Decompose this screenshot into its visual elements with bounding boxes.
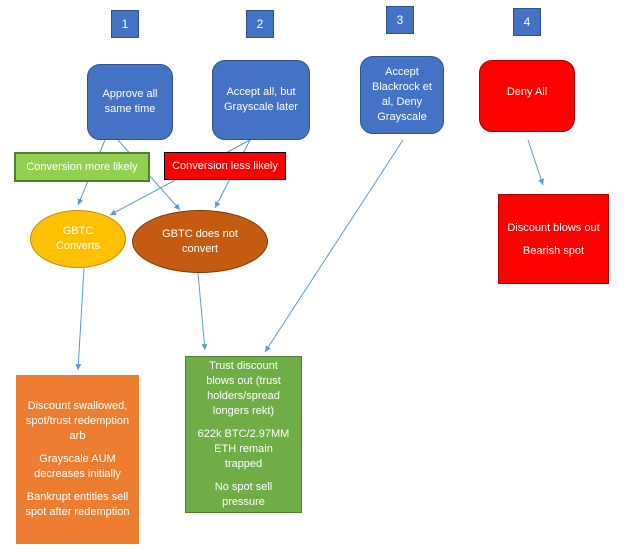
number-badge-4: 4 <box>513 8 541 36</box>
arrow-s3-to-green <box>264 139 404 353</box>
node-gbtc-converts: GBTC Converts <box>30 210 126 268</box>
arrow-converts-to-orange <box>75 267 85 371</box>
outcome-orange-line-3: Bankrupt entities sell spot after redemp… <box>25 491 130 518</box>
outcome-orange-line-1: Discount swallowed, spot/trust redemptio… <box>25 400 130 442</box>
node-gbtc-does-not-convert: GBTC does not convert <box>132 210 268 273</box>
scenario-deny-all: Deny All <box>479 60 575 132</box>
label-conversion-more-likely: Conversion more likely <box>14 152 150 182</box>
outcome-red-line-2: Bearish spot <box>522 245 585 257</box>
outcome-green-line-1: Trust discount blows out (trust holders/… <box>206 360 281 417</box>
arrow-not-convert-to-green <box>197 272 208 351</box>
arrow-s4-to-red <box>527 139 544 186</box>
outcome-green-box: Trust discount blows out (trust holders/… <box>185 356 302 513</box>
label-conversion-less-likely: Conversion less likely <box>164 152 286 180</box>
outcome-green-line-2: 622k BTC/2.97MM ETH remain trapped <box>197 428 290 470</box>
scenario-approve-all: Approve all same time <box>87 64 173 140</box>
outcome-orange-line-2: Grayscale AUM decreases initially <box>34 453 121 480</box>
number-badge-2: 2 <box>246 10 274 38</box>
scenario-accept-blackrock-deny-grayscale: Accept Blackrock et al, Deny Grayscale <box>360 56 444 134</box>
outcome-green-line-3: No spot sell pressure <box>214 481 273 508</box>
outcome-red-line-1: Discount blows out <box>507 222 600 234</box>
outcome-red-box: Discount blows out Bearish spot <box>498 194 609 284</box>
outcome-orange-box: Discount swallowed, spot/trust redemptio… <box>16 375 139 544</box>
number-badge-1: 1 <box>111 10 139 38</box>
scenario-accept-all-grayscale-later: Accept all, but Grayscale later <box>212 60 310 140</box>
number-badge-3: 3 <box>386 6 414 34</box>
